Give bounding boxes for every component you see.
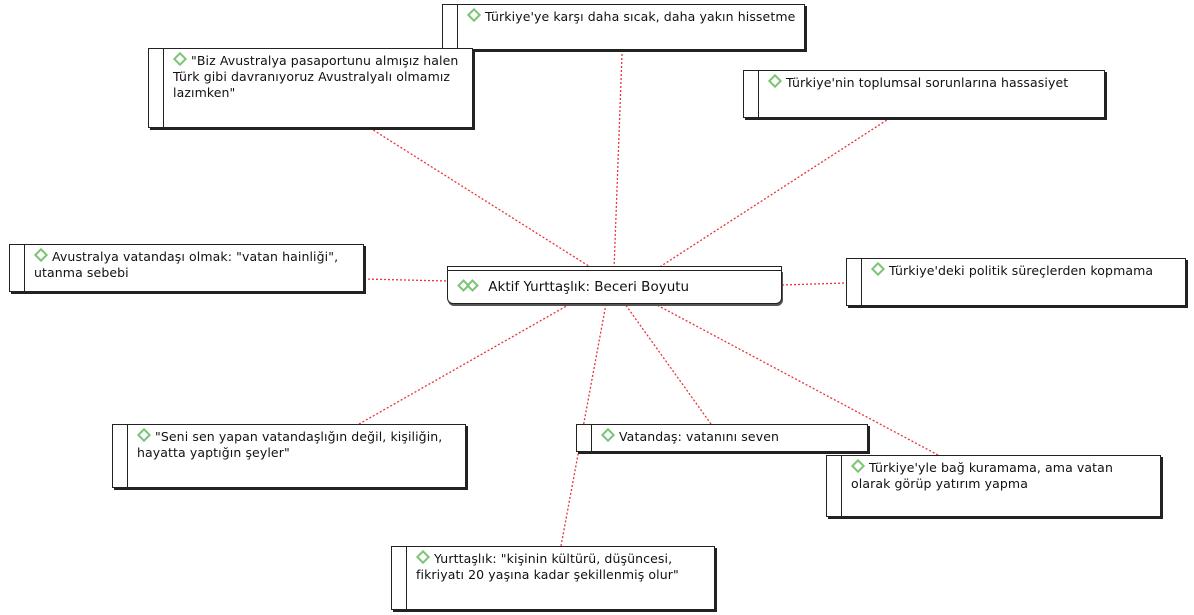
link-politik-surecler xyxy=(781,282,847,286)
node-label: Yurttaşlık: "kişinin kültürü, düşüncesi,… xyxy=(416,551,679,582)
code-diamond-icon xyxy=(870,261,886,277)
central-code-node[interactable]: Aktif Yurttaşlık: Beceri Boyutu xyxy=(447,266,782,304)
link-seni-sen-yapan xyxy=(351,303,571,429)
node-bag-kuramama[interactable]: Türkiye'yle bağ kuramama, ama vatan olar… xyxy=(826,455,1161,517)
link-avustralya-pasaport xyxy=(369,127,596,271)
code-diamond-icon xyxy=(415,549,431,565)
node-label: "Biz Avustralya pasaportunu almışız hale… xyxy=(173,53,459,100)
node-label: "Seni sen yapan vatandaşlığın değil, kiş… xyxy=(137,429,443,460)
code-diamond-icon xyxy=(33,247,49,263)
node-vatan-hainligi[interactable]: Avustralya vatandaşı olmak: "vatan hainl… xyxy=(9,244,364,292)
node-seni-sen-yapan[interactable]: "Seni sen yapan vatandaşlığın değil, kiş… xyxy=(112,424,466,488)
link-kisinin-kulturu xyxy=(560,303,607,547)
code-diamond-icon xyxy=(136,427,152,443)
central-label: Aktif Yurttaşlık: Beceri Boyutu xyxy=(488,279,690,295)
code-diamond-icon xyxy=(600,427,616,443)
link-bag-kuramama xyxy=(654,303,939,456)
node-politik-surecler[interactable]: Türkiye'deki politik süreçlerden kopmama xyxy=(846,258,1186,306)
node-vatanini-seven[interactable]: Vatandaş: vatanını seven xyxy=(576,424,868,452)
node-label: Vatandaş: vatanını seven xyxy=(619,429,780,444)
node-avustralya-pasaport[interactable]: "Biz Avustralya pasaportunu almışız hale… xyxy=(148,48,473,128)
code-diamond-icon xyxy=(466,7,482,23)
node-label: Türkiye'deki politik süreçlerden kopmama xyxy=(889,263,1154,278)
code-diamond-icon xyxy=(850,458,866,474)
code-diamond-icon xyxy=(767,73,783,89)
link-vatanini-seven xyxy=(624,303,712,425)
double-diamond-icon xyxy=(457,279,484,292)
code-diamond-icon xyxy=(172,51,188,67)
node-label: Türkiye'yle bağ kuramama, ama vatan olar… xyxy=(851,460,1113,491)
node-label: Avustralya vatandaşı olmak: "vatan hainl… xyxy=(34,249,339,280)
node-label: Türkiye'ye karşı daha sıcak, daha yakın … xyxy=(485,9,796,24)
node-kisinin-kulturu[interactable]: Yurttaşlık: "kişinin kültürü, düşüncesi,… xyxy=(391,546,715,610)
link-turkiye-sicak xyxy=(613,53,623,271)
link-toplumsal-sorunlar xyxy=(654,117,891,271)
link-vatan-hainligi xyxy=(363,278,448,282)
node-turkiye-sicak[interactable]: Türkiye'ye karşı daha sıcak, daha yakın … xyxy=(442,4,805,50)
node-toplumsal-sorunlar[interactable]: Türkiye'nin toplumsal sorunlarına hassas… xyxy=(743,70,1105,118)
node-label: Türkiye'nin toplumsal sorunlarına hassas… xyxy=(786,75,1069,90)
